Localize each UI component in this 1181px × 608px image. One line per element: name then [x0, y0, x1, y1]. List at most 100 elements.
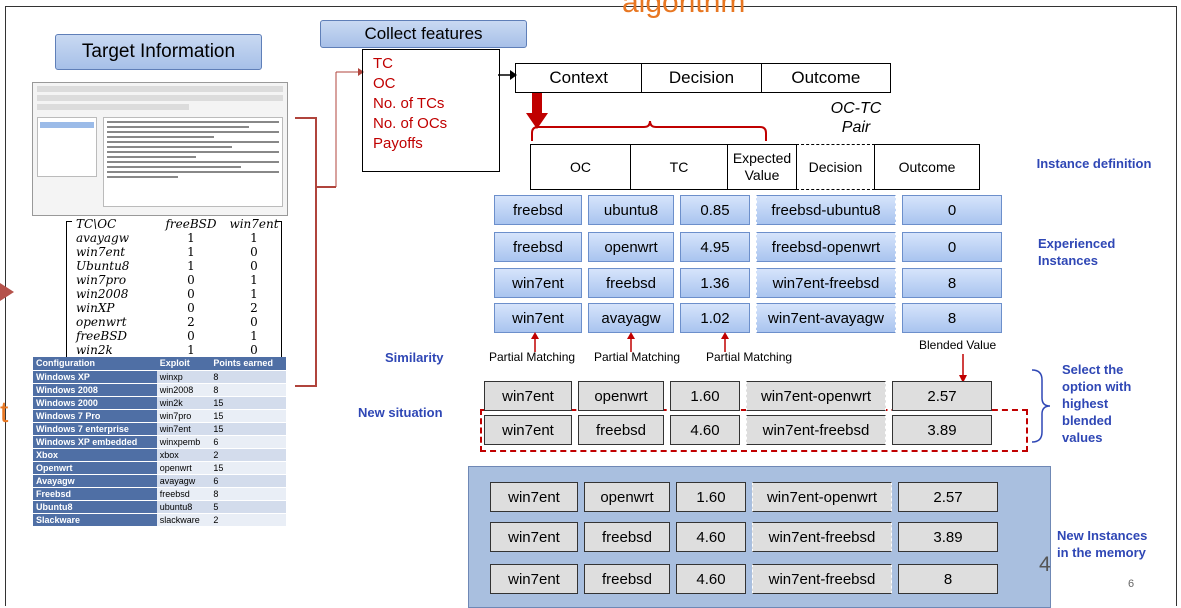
matrix-cell: 0 — [187, 329, 195, 343]
instance-cell: win7ent — [490, 564, 578, 594]
config-cell: win2k — [156, 395, 211, 409]
matrix-cell: 0 — [250, 343, 258, 357]
matrix-header-cell: freeBSD — [165, 217, 217, 231]
matrix-cell: openwrt — [76, 315, 127, 329]
feature-item: No. of OCs — [373, 115, 448, 132]
instance-cell: freebsd — [588, 268, 674, 298]
matrix-cell: 1 — [250, 273, 258, 287]
config-cell: 15 — [210, 421, 286, 435]
instance-cell: win7ent-freebsd — [752, 564, 892, 594]
instance-cell: openwrt — [584, 482, 670, 512]
config-cell: avayagw — [156, 473, 211, 487]
config-cell: win7pro — [156, 408, 211, 422]
config-column-header: Points earned — [210, 357, 286, 370]
feature-item: Payoffs — [373, 135, 423, 152]
matrix-cell: winXP — [76, 301, 115, 315]
matrix-cell: 1 — [250, 287, 258, 301]
decision-cell: Decision — [642, 64, 762, 92]
partial-matching-label: Partial Matching — [706, 350, 793, 364]
instance-cell: freebsd — [584, 564, 670, 594]
instance-cell: 0.85 — [680, 195, 750, 225]
pair-label-line: Pair — [841, 119, 871, 136]
target-information-label: Target Information — [55, 34, 262, 70]
config-cell: winxp — [156, 369, 211, 383]
matrix-cell: avayagw — [76, 231, 129, 245]
slide-digit: 4 — [1039, 553, 1051, 576]
instance-cell: win7ent-openwrt — [746, 381, 886, 411]
context-cell: Context — [516, 64, 643, 92]
outcome-cell: Outcome — [791, 68, 861, 87]
select-label-line: Select the — [1062, 362, 1124, 377]
context-expand-brace — [526, 93, 767, 141]
features-to-context-arrow — [498, 70, 517, 80]
matrix-cell: 0 — [250, 315, 258, 329]
config-cell: Avayagw — [33, 473, 157, 487]
header-expected-value: Expected Value — [727, 144, 797, 190]
context-decision-outcome-header: Context Decision Outcome — [515, 63, 891, 93]
config-cell: ubuntu8 — [156, 499, 211, 513]
instance-cell: freebsd — [578, 415, 664, 445]
config-cell: 15 — [210, 408, 286, 422]
matrix-row: winXP 0 2 — [76, 301, 286, 315]
config-cell: win2008 — [156, 382, 211, 396]
experienced-label-line: Instances — [1038, 253, 1098, 268]
matrix-cell: 1 — [187, 343, 195, 357]
instance-cell: 8 — [902, 268, 1002, 298]
features-list-box: TC OC No. of TCs No. of OCs Payoffs — [362, 49, 500, 172]
config-cell: 15 — [210, 395, 286, 409]
config-cell: 8 — [210, 486, 286, 500]
partial-matching-label: Partial Matching — [489, 350, 576, 364]
matrix-cell: 1 — [187, 231, 195, 245]
instance-cell: openwrt — [578, 381, 664, 411]
config-cell: winxpemb — [156, 434, 211, 448]
matrix-cell: 0 — [187, 301, 195, 315]
instance-cell: 8 — [902, 303, 1002, 333]
select-brace — [1031, 369, 1051, 443]
instance-cell: 4.60 — [676, 522, 746, 552]
instance-cell: 0 — [902, 195, 1002, 225]
config-cell: Openwrt — [33, 460, 157, 474]
instance-cell: win7ent — [484, 415, 572, 445]
instance-cell: 2.57 — [892, 381, 992, 411]
matrix-header-row: TC\OC freeBSD win7ent — [76, 217, 286, 231]
matrix-header-cell: TC\OC — [76, 217, 117, 231]
matrix-cell: 1 — [250, 231, 258, 245]
instance-cell: win7ent — [490, 522, 578, 552]
feature-item: OC — [373, 75, 396, 92]
left-panel-bracket — [295, 117, 317, 387]
instance-definition-label: Instance definition — [1036, 156, 1152, 171]
feature-item: TC — [373, 55, 393, 72]
new-instances-label-line: New Instances — [1057, 528, 1148, 543]
matrix-cell: 1 — [187, 259, 195, 273]
matrix-cell: 1 — [250, 329, 258, 343]
instance-cell: 1.60 — [670, 381, 740, 411]
matching-arrows — [531, 332, 967, 383]
instance-cell: win7ent-freebsd — [752, 522, 892, 552]
header-oc: OC — [530, 144, 631, 190]
config-cell: 5 — [210, 499, 286, 513]
matrix-cell: 0 — [187, 273, 195, 287]
config-cell: 2 — [210, 447, 286, 461]
config-cell: Freebsd — [33, 486, 157, 500]
instance-cell: 2.57 — [898, 482, 998, 512]
new-instances-label-line: in the memory — [1057, 545, 1146, 560]
matrix-cell: 0 — [187, 287, 195, 301]
config-cell: 8 — [210, 369, 286, 383]
header-tc: TC — [630, 144, 728, 190]
matrix-cell: 2 — [250, 301, 258, 315]
matrix-cell: 1 — [187, 245, 195, 259]
instance-cell: ubuntu8 — [588, 195, 674, 225]
config-cell: Slackware — [33, 512, 157, 526]
matrix-cell: win2k — [76, 343, 113, 357]
